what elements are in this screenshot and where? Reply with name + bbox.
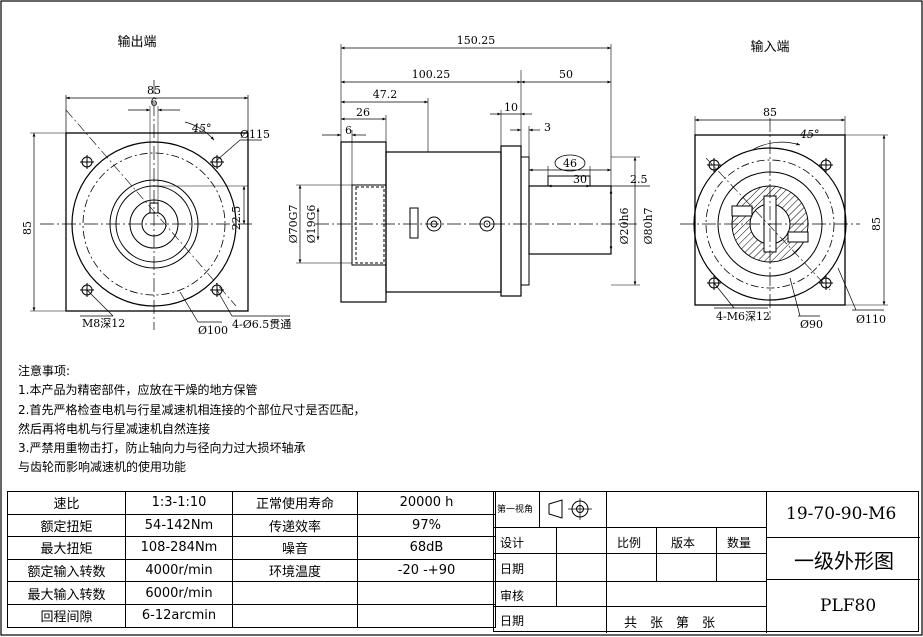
dim-left-shaft-height: 22.5 — [230, 206, 243, 231]
dim-left-tap: M8深12 — [82, 317, 125, 330]
note-line-4: 3.严禁用重物击打，防止轴向力与径向力过大损坏轴承 — [18, 441, 306, 456]
scale-label: 比例 — [617, 536, 642, 550]
dim-left-holes: 4-Ø6.5贯通 — [232, 318, 291, 331]
dim-dia-19: Ø19G6 — [305, 205, 318, 244]
table-row: 额定输入转数 4000r/min 环境温度 -20 -+90 — [7, 558, 496, 583]
dim-left-angle: 45° — [191, 122, 212, 135]
spec-value: 97% — [357, 513, 496, 538]
sheet-count-label: 共 张 第 张 — [624, 616, 716, 631]
dim-length-2-5: 2.5 — [630, 173, 648, 186]
note-line-3: 然后再将电机与行星减速机自然连接 — [18, 421, 211, 436]
dim-length-10: 10 — [504, 101, 518, 114]
spec-value — [357, 581, 496, 605]
dim-right-angle: 45° — [799, 128, 820, 141]
spec-label: 速比 — [7, 491, 126, 515]
spec-value: 108-284Nm — [125, 536, 233, 560]
quantity-label: 数量 — [727, 536, 752, 550]
spec-value: 68dB — [357, 536, 496, 560]
dim-right-pcd-110: Ø110 — [856, 313, 886, 326]
table-row: 最大扭矩 108-284Nm 噪音 68dB — [7, 536, 496, 560]
dim-body-length: 100.25 — [412, 68, 451, 81]
table-row: 回程间隙 6-12arcmin — [7, 603, 496, 628]
spec-label — [232, 603, 358, 628]
dim-length-6: 6 — [345, 124, 352, 137]
date-label-2: 日期 — [500, 614, 525, 628]
part-number: 19-70-90-M6 — [786, 504, 897, 524]
projection-label: 第一视角 — [497, 505, 534, 515]
dim-dia-20: Ø20h6 — [618, 207, 631, 244]
dim-dia-80: Ø80h7 — [642, 207, 655, 244]
notes-block: 注意事项: 1.本产品为精密部件，应放在干燥的地方保管 2.首先严格检查电机与行… — [18, 362, 365, 478]
spec-label: 回程间隙 — [7, 603, 126, 628]
spec-label: 额定扭矩 — [7, 513, 126, 538]
dim-right-height: 85 — [870, 217, 883, 231]
spec-value: 20000 h — [357, 491, 496, 515]
output-end-view: 输出端 85 6 45° Ø115 — [21, 34, 291, 337]
model-name: PLF80 — [820, 596, 877, 616]
dim-left-pilot: Ø100 — [198, 324, 228, 337]
spec-label — [232, 581, 358, 605]
spec-label: 噪音 — [232, 536, 358, 560]
spec-label: 环境温度 — [232, 558, 358, 583]
input-end-label: 输入端 — [750, 39, 789, 55]
dim-length-30: 30 — [573, 173, 587, 186]
dim-right-width: 85 — [763, 106, 777, 119]
dim-left-keyway: 6 — [151, 96, 158, 109]
dim-total-length: 150.25 — [457, 34, 496, 47]
review-label: 审核 — [500, 589, 525, 603]
table-row: 额定扭矩 54-142Nm 传递效率 97% — [7, 513, 496, 538]
title-block: 第一视角 设计 日期 审核 日期 比例 版本 数量 共 张 第 张 19-70-… — [493, 491, 920, 633]
dim-length-46: 46 — [563, 157, 577, 170]
spec-label: 最大扭矩 — [7, 536, 126, 560]
spec-label: 传递效率 — [232, 513, 358, 538]
dim-flange-length: 47.2 — [373, 88, 398, 101]
input-end-view: 输入端 85 45° 85 4-M6深12 Ø90 — [680, 39, 888, 331]
version-label: 版本 — [671, 536, 696, 550]
table-row: 速比 1:3-1:10 正常使用寿命 20000 h — [7, 491, 496, 515]
dim-shaft-length: 50 — [559, 68, 573, 81]
dim-dia-70: Ø70G7 — [287, 205, 300, 244]
spec-value: 54-142Nm — [125, 513, 233, 538]
spec-value: 4000r/min — [125, 558, 233, 583]
spec-label: 最大输入转数 — [7, 581, 126, 605]
dim-left-pcd: Ø115 — [240, 128, 270, 141]
dim-right-tap: 4-M6深12 — [716, 310, 770, 323]
dim-length-26: 26 — [356, 106, 370, 119]
note-line-2: 2.首先严格检查电机与行星减速机相连接的个部位尺寸是否匹配， — [18, 402, 366, 417]
dim-left-height: 85 — [21, 221, 34, 235]
design-label: 设计 — [500, 536, 525, 550]
note-line-1: 1.本产品为精密部件，应放在干燥的地方保管 — [18, 383, 258, 398]
spec-value: 1:3-1:10 — [125, 491, 233, 515]
spec-value — [357, 603, 496, 628]
notes-title: 注意事项: — [18, 364, 71, 378]
first-angle-projection-icon — [548, 498, 592, 520]
spec-label: 额定输入转数 — [7, 558, 126, 583]
spec-value: -20 -+90 — [357, 558, 496, 583]
date-label: 日期 — [500, 562, 525, 576]
spec-table: 速比 1:3-1:10 正常使用寿命 20000 h 额定扭矩 54-142Nm… — [7, 491, 496, 628]
side-view: 150.25 100.25 50 47.2 26 6 10 3 46 30 2.… — [287, 34, 655, 303]
drawing-name: 一级外形图 — [794, 549, 894, 573]
table-row: 最大输入转数 6000r/min — [7, 581, 496, 605]
dim-right-pcd-90: Ø90 — [800, 318, 823, 331]
spec-value: 6000r/min — [125, 581, 233, 605]
output-end-label: 输出端 — [117, 34, 156, 50]
dim-left-width: 85 — [147, 84, 161, 97]
spec-label: 正常使用寿命 — [232, 491, 358, 515]
dim-length-3: 3 — [544, 121, 551, 134]
note-line-5: 与齿轮而影响减速机的使用功能 — [18, 460, 187, 475]
spec-value: 6-12arcmin — [125, 603, 233, 628]
